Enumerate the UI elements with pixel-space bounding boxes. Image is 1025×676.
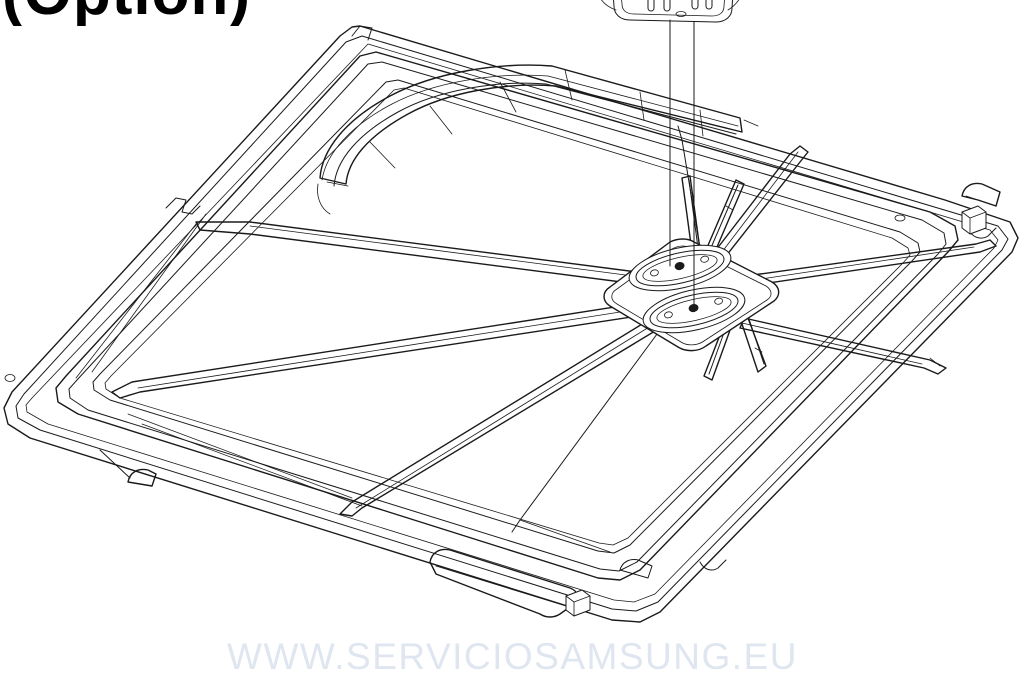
panel-retaining-clips bbox=[565, 205, 987, 617]
oval-screw-pad-lower bbox=[642, 286, 746, 334]
panel-crease-lines bbox=[75, 119, 941, 553]
oval-screw-pad-upper bbox=[628, 244, 732, 292]
assembly-alignment-lines bbox=[669, 19, 695, 309]
outer-rectangular-panel bbox=[3, 25, 1019, 623]
mounting-bracket-above bbox=[601, 0, 740, 23]
panel-detail-holes bbox=[4, 214, 906, 382]
inner-recessed-panel bbox=[55, 51, 959, 581]
raised-channel-rib bbox=[317, 64, 743, 215]
